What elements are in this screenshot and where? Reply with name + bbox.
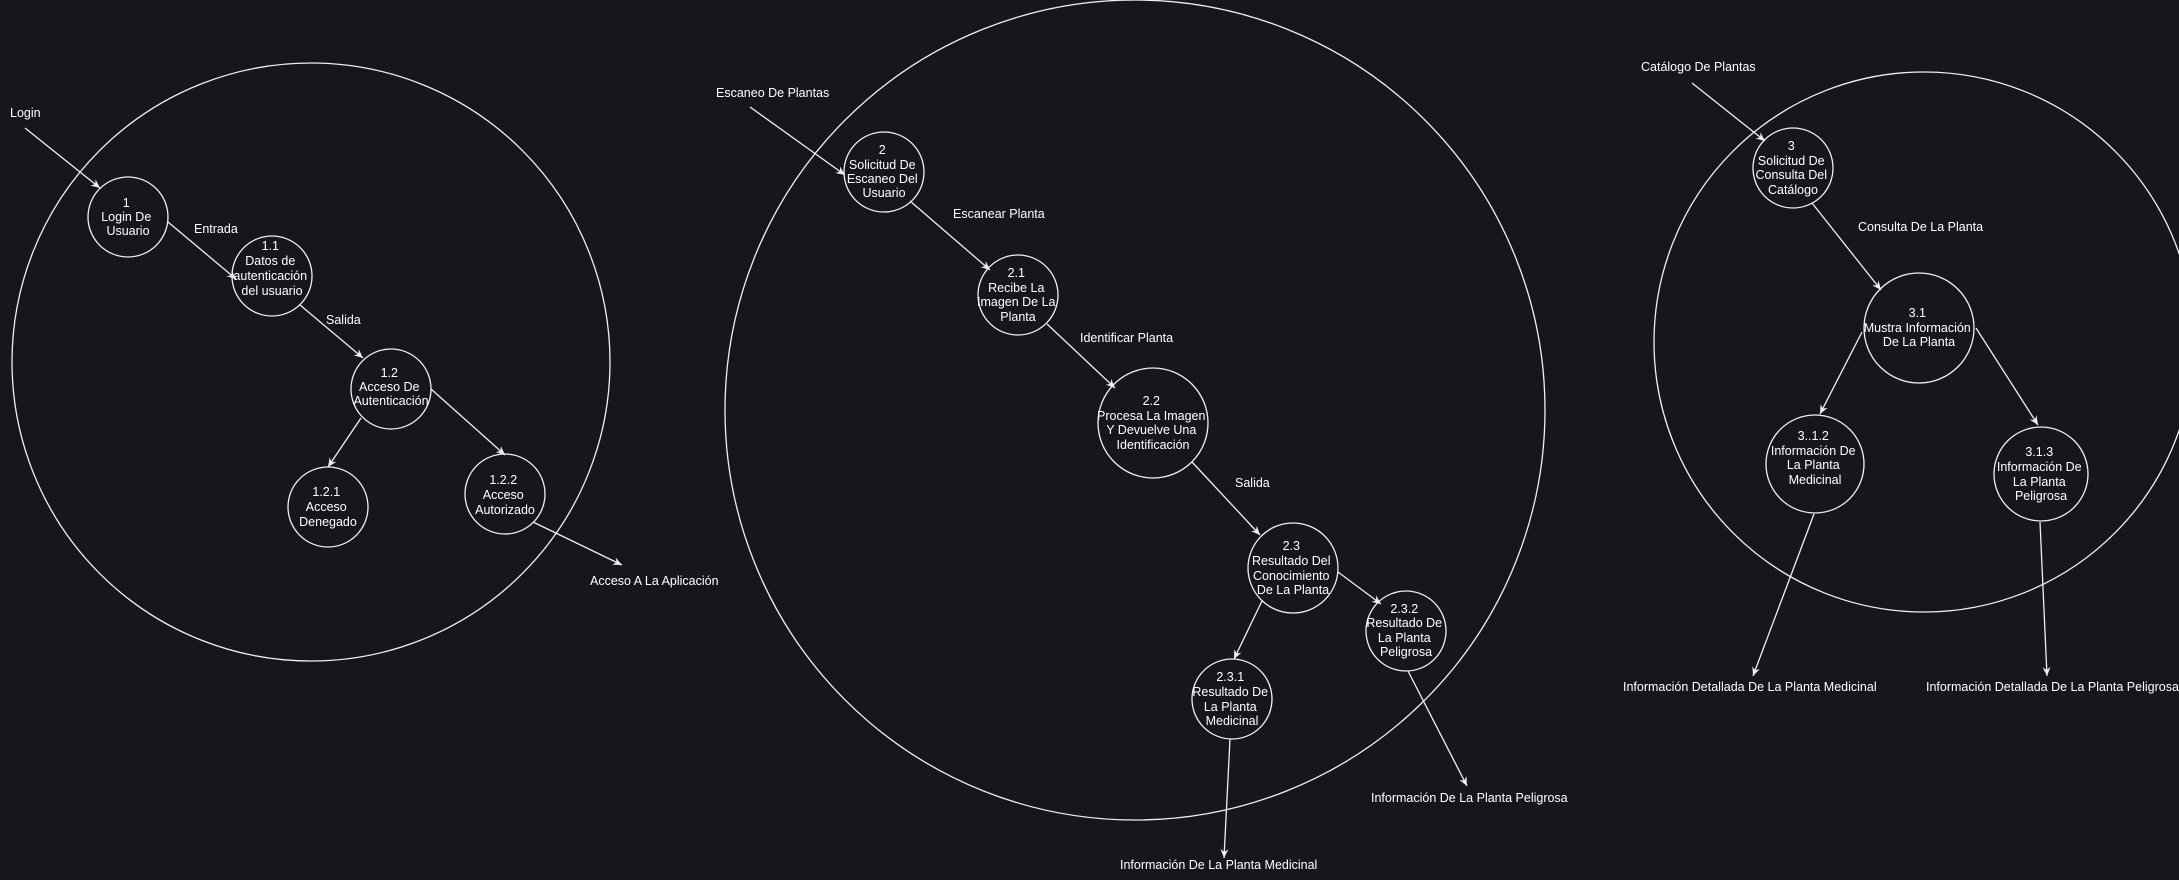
edge-app-access-output	[532, 521, 623, 566]
process-3-catalog-request[interactable]: 3 Solicitud De Consulta Del Catálogo	[1752, 127, 1834, 209]
label-medicinal-output: Información De La Planta Medicinal	[1120, 858, 1317, 872]
label-identificar: Identificar Planta	[1080, 331, 1173, 345]
label-app-access-output: Acceso A La Aplicación	[590, 574, 719, 588]
edge-salida-scan	[1191, 461, 1261, 536]
label-scan-input: Escaneo De Plantas	[716, 86, 829, 100]
process-2-3-2-text: 2.3.2 Resultado De La Planta Peligrosa	[1366, 602, 1445, 659]
process-2-text: 2 Solicitud De Escaneo Del Usuario	[847, 143, 921, 200]
label-salida-auth: Salida	[326, 313, 361, 327]
boundary-scan	[724, 0, 1546, 821]
process-1-2-1-text: 1.2.1 Acceso Denegado	[299, 485, 357, 529]
process-3-1-text: 3.1 Mustra Información De La Planta	[1864, 306, 1974, 349]
edge-salida-auth	[299, 304, 364, 359]
process-2-1-text: 2.1 Recibe La Imagen De La Planta	[977, 266, 1059, 324]
edge-to-medicinal-info	[1819, 331, 1863, 415]
process-1-2-text: 1.2 Acceso De Autenticación	[353, 366, 428, 408]
process-1-2-access[interactable]: 1.2 Acceso De Autenticación	[350, 348, 432, 430]
edge-medicinal-output	[1220, 738, 1231, 859]
process-1-2-2-text: 1.2.2 Acceso Autorizado	[475, 473, 535, 517]
edge-to-dangerous-info	[1975, 327, 2039, 426]
label-salida-scan: Salida	[1235, 476, 1270, 490]
process-3-text: 3 Solicitud De Consulta Del Catálogo	[1755, 139, 1830, 197]
process-2-3-1-text: 2.3.1 Resultado De La Planta Medicinal	[1192, 670, 1271, 728]
edge-catalog-input	[1691, 82, 1766, 142]
label-consulta: Consulta De La Planta	[1858, 220, 1983, 234]
process-3-1-plant-info[interactable]: 3.1 Mustra Información De La Planta	[1863, 272, 1975, 384]
edge-medicinal-detail-output	[1752, 513, 1815, 677]
process-3-1-2-text: 3..1.2 Información De La Planta Medicina…	[1771, 429, 1859, 487]
process-3-1-2-medicinal-info[interactable]: 3..1.2 Información De La Planta Medicina…	[1765, 414, 1865, 514]
process-1-2-2-authorized[interactable]: 1.2.2 Acceso Autorizado	[464, 453, 546, 535]
edge-dangerous-detail-output	[2039, 521, 2051, 677]
process-1-1-auth-data[interactable]: 1.1 Datos de autenticación del usuario	[231, 235, 313, 317]
process-2-2-text: 2.2 Procesa La Imagen Y Devuelve Una Ide…	[1097, 394, 1209, 452]
process-1-login[interactable]: 1 Login De Usuario	[87, 176, 169, 258]
process-1-text: 1 Login De Usuario	[101, 196, 155, 238]
process-1-2-1-denied[interactable]: 1.2.1 Acceso Denegado	[287, 466, 369, 548]
label-escanear: Escanear Planta	[953, 207, 1045, 221]
edge-login-input	[24, 127, 101, 189]
edge-entrada	[167, 221, 237, 280]
process-3-1-3-dangerous-info[interactable]: 3.1.3 Información De La Planta Peligrosa	[1993, 426, 2089, 522]
edge-to-denied	[327, 417, 362, 468]
process-2-3-2-dangerous[interactable]: 2.3.2 Resultado De La Planta Peligrosa	[1365, 590, 1447, 672]
label-dangerous-detail-output: Información Detallada De La Planta Pelig…	[1926, 680, 2179, 694]
process-2-scan-request[interactable]: 2 Solicitud De Escaneo Del Usuario	[843, 131, 925, 213]
label-catalog-input: Catálogo De Plantas	[1641, 60, 1756, 74]
edge-escanear	[909, 200, 991, 271]
edge-consulta	[1811, 202, 1882, 291]
edge-scan-input	[749, 106, 846, 176]
label-entrada: Entrada	[194, 222, 238, 236]
edge-to-medicinal-result	[1233, 600, 1263, 660]
edge-dangerous-output	[1407, 670, 1468, 787]
edge-to-dangerous-result	[1337, 571, 1382, 605]
process-2-3-result[interactable]: 2.3 Resultado Del Conocimiento De La Pla…	[1247, 522, 1339, 614]
label-medicinal-detail-output: Información Detallada De La Planta Medic…	[1623, 680, 1877, 694]
label-login-input: Login	[10, 106, 41, 120]
process-2-2-process-image[interactable]: 2.2 Procesa La Imagen Y Devuelve Una Ide…	[1097, 367, 1209, 479]
label-dangerous-output: Información De La Planta Peligrosa	[1371, 791, 1568, 805]
edge-to-authorized	[430, 388, 506, 456]
boundary-catalog	[1653, 71, 2179, 613]
edge-identificar	[1046, 323, 1116, 389]
process-2-1-receive-image[interactable]: 2.1 Recibe La Imagen De La Planta	[977, 254, 1059, 336]
boundary-auth	[11, 62, 611, 662]
process-2-3-1-medicinal[interactable]: 2.3.1 Resultado De La Planta Medicinal	[1191, 658, 1273, 740]
process-2-3-text: 2.3 Resultado Del Conocimiento De La Pla…	[1252, 539, 1334, 597]
process-1-1-text: 1.1 Datos de autenticación del usuario	[233, 239, 310, 298]
process-3-1-3-text: 3.1.3 Información De La Planta Peligrosa	[1997, 445, 2085, 503]
